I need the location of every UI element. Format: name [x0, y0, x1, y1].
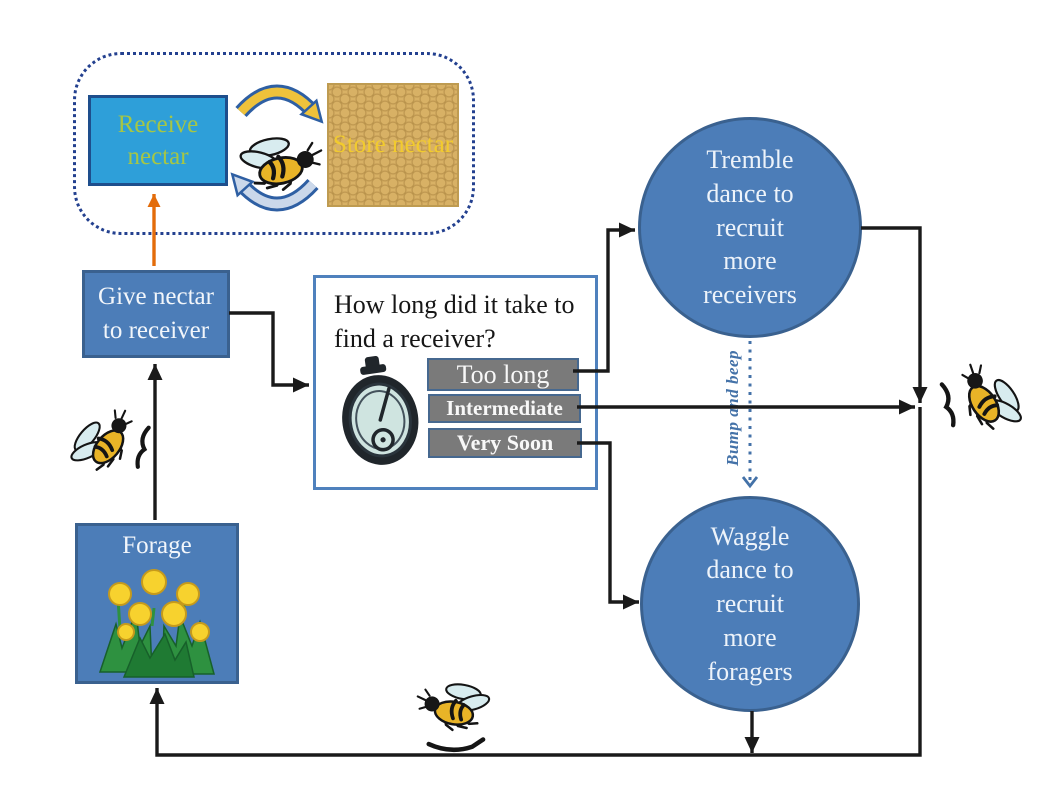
- edge-give-to-question: [229, 311, 309, 393]
- bee-icon-right: [928, 358, 1036, 447]
- tremble-dance-circle: Tremble dance to recruit more receivers: [638, 117, 862, 338]
- give-nectar-box: Give nectar to receiver: [82, 270, 230, 358]
- bump-and-beep-label: Bump and beep: [723, 350, 742, 467]
- waggle-dance-label: Waggle dance to recruit more foragers: [706, 521, 794, 686]
- give-nectar-label: Give nectar to receiver: [98, 283, 214, 344]
- receive-nectar-label: Receive nectar: [117, 111, 199, 170]
- question-title: How long did it take to find a receiver?: [334, 290, 575, 353]
- option-intermediate-button[interactable]: Intermediate: [428, 394, 581, 423]
- forage-label: Forage: [122, 532, 192, 559]
- store-nectar-label: Store nectar: [332, 131, 454, 159]
- stopwatch-icon: [334, 352, 426, 474]
- waggle-dance-circle: Waggle dance to recruit more foragers: [640, 496, 860, 712]
- store-nectar-box: Store nectar: [327, 83, 459, 207]
- receive-nectar-box: Receive nectar: [88, 95, 228, 186]
- edge-tremble-to-right-rail: [861, 226, 928, 403]
- tremble-dance-label: Tremble dance to recruit more receivers: [703, 145, 797, 310]
- flowers-icon: [82, 564, 232, 682]
- forage-box: Forage: [75, 523, 239, 684]
- option-too-long-button[interactable]: Too long: [427, 358, 579, 391]
- bee-icon-left: [60, 404, 162, 488]
- hive-cycle-frame: [73, 52, 475, 235]
- bee-icon-bottom: [402, 662, 508, 754]
- option-very-soon-button[interactable]: Very Soon: [428, 428, 582, 458]
